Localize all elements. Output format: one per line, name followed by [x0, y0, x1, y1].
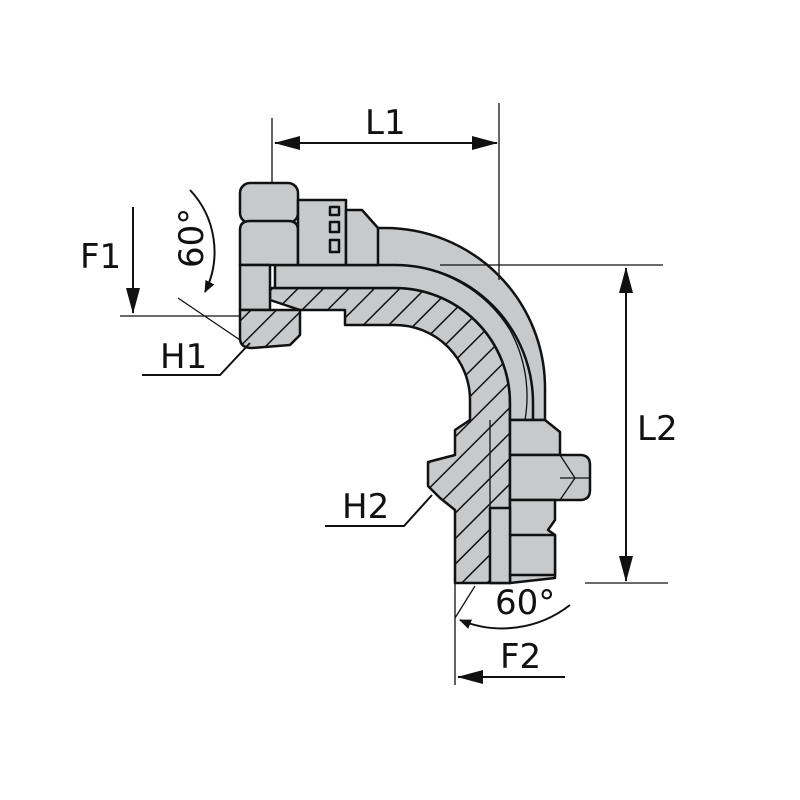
- leader-H2: H2: [325, 487, 433, 527]
- dimension-L1: L1: [271, 103, 500, 280]
- label-angle2: 60°: [495, 583, 555, 623]
- elbow-body: [268, 226, 547, 585]
- leader-H1: H1: [142, 337, 251, 377]
- dimension-F2: F2 60°: [454, 583, 571, 685]
- swivel-nut: [238, 181, 380, 350]
- label-F1: F1: [80, 237, 121, 277]
- label-L2: L2: [637, 409, 678, 449]
- male-stud-end: [488, 418, 592, 585]
- dimension-L2: L2: [440, 264, 678, 584]
- label-F2: F2: [500, 637, 541, 677]
- label-H1: H1: [160, 337, 207, 377]
- dimension-F1: F1 60°: [80, 189, 241, 341]
- label-angle1: 60°: [172, 208, 212, 268]
- label-L1: L1: [365, 103, 406, 143]
- label-H2: H2: [342, 487, 389, 527]
